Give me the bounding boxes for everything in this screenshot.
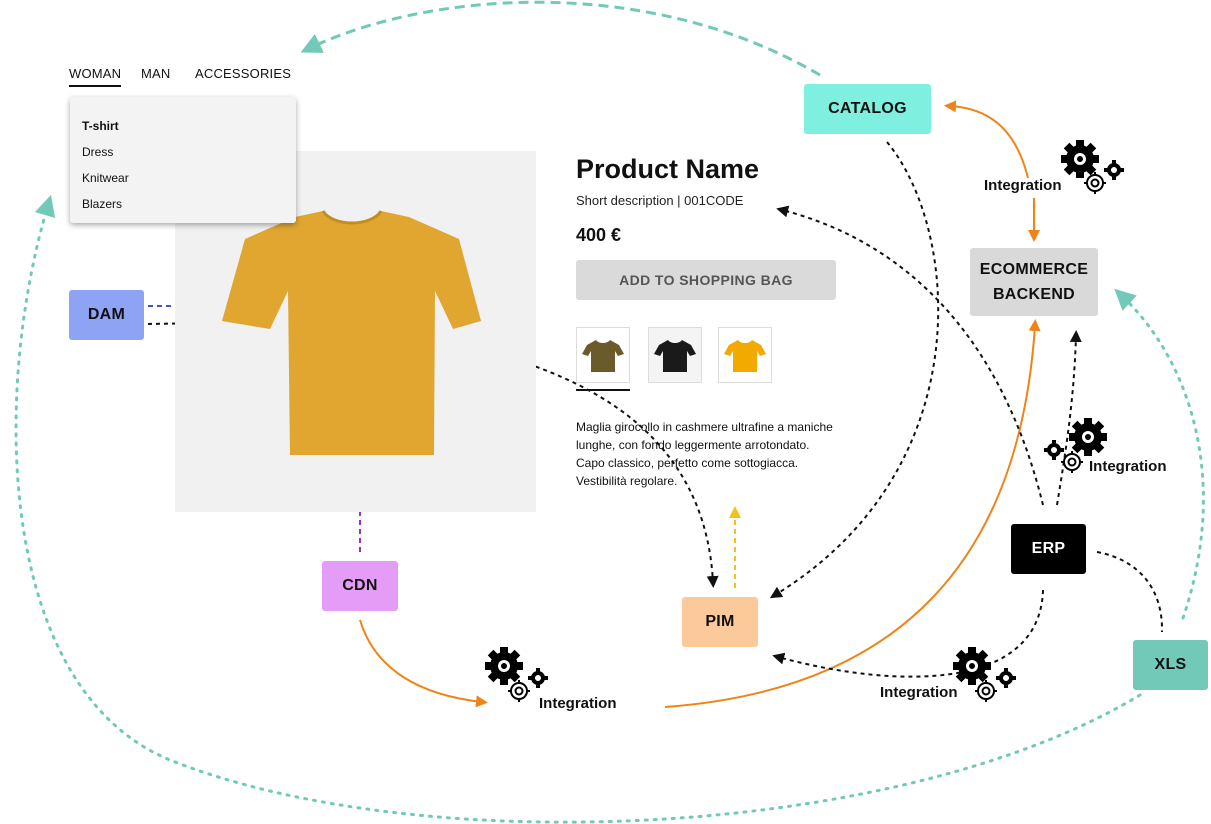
dropdown-item-knitwear[interactable]: Knitwear — [82, 171, 129, 185]
tshirt-thumb-yellow-icon — [724, 340, 766, 372]
ecommerce-backend-node: ECOMMERCE BACKEND — [970, 248, 1098, 316]
thumbnail-olive[interactable] — [576, 327, 630, 383]
gears-icon — [953, 647, 1016, 702]
ecommerce-label: ECOMMERCE — [979, 261, 1089, 278]
product-price: 400 € — [576, 225, 622, 245]
nav-woman[interactable]: WOMAN — [69, 66, 122, 87]
ecommerce-to-catalog-arrow — [944, 100, 1029, 179]
erp-to-pim-arrow — [772, 589, 1044, 678]
xls-node: XLS — [1133, 640, 1208, 690]
erp-node: ERP — [1011, 524, 1086, 574]
nav-accessories[interactable]: ACCESSORIES — [195, 66, 292, 81]
tshirt-image — [222, 210, 481, 455]
integration-to-ecommerce-long-arrow — [664, 319, 1041, 708]
dam-node: DAM — [69, 290, 144, 340]
erp-to-xls-link — [1096, 551, 1164, 633]
gears-icon — [1061, 140, 1124, 194]
xls-to-storefront-arrow — [14, 194, 1142, 824]
cdn-to-integration-arrow — [359, 619, 488, 708]
pim-node: PIM — [682, 597, 758, 647]
product-name: Product Name — [576, 154, 760, 184]
gears-icon — [485, 647, 548, 702]
catalog-to-pim-arrow — [769, 141, 940, 599]
dropdown-item-tshirt[interactable]: T-shirt — [82, 119, 119, 133]
erp-to-ecommerce-arrow — [1056, 330, 1082, 506]
nav-man[interactable]: MAN — [141, 66, 171, 81]
tshirt-thumb-olive-icon — [582, 340, 624, 372]
product-short-description: Short description | 001CODE — [576, 193, 744, 208]
integration-label-catalog: Integration — [984, 177, 1062, 194]
gears-icon — [1044, 418, 1107, 473]
integration-label-erp-ecommerce: Integration — [1089, 458, 1167, 475]
add-to-bag-button[interactable]: ADD TO SHOPPING BAG — [576, 260, 836, 300]
product-description: Maglia girocollo in cashmere ultrafine a… — [576, 420, 833, 488]
xls-to-ecommerce-arrow — [1114, 288, 1205, 620]
integration-label-cdn: Integration — [539, 695, 617, 712]
dropdown-item-blazers[interactable]: Blazers — [82, 197, 123, 211]
thumbnail-yellow[interactable] — [718, 327, 772, 383]
thumbnail-black[interactable] — [648, 327, 702, 383]
category-dropdown: T-shirt Dress Knitwear Blazers — [70, 97, 296, 223]
backend-label: BACKEND — [992, 286, 1076, 303]
thumbnail-selected-underline — [576, 389, 630, 391]
catalog-node: CATALOG — [804, 84, 931, 134]
tshirt-thumb-black-icon — [654, 340, 696, 372]
cdn-node: CDN — [322, 561, 398, 611]
catalog-to-storefront-arrow — [300, 0, 821, 77]
integration-label-erp-pim: Integration — [880, 684, 958, 701]
product-image-panel — [175, 151, 536, 512]
dropdown-item-dress[interactable]: Dress — [82, 145, 114, 159]
